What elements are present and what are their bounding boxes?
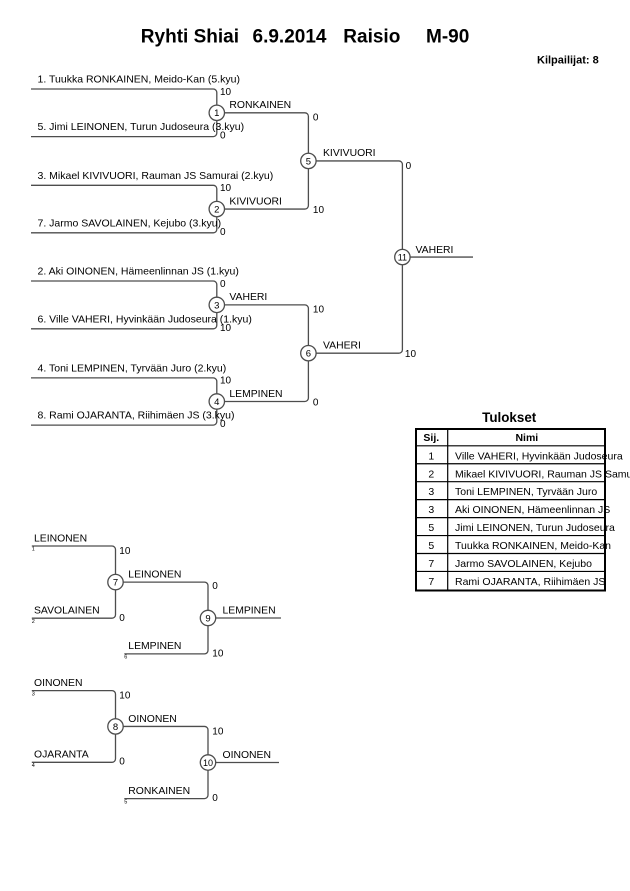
svg-text:7: 7 [113,578,118,589]
svg-text:0: 0 [220,419,226,430]
svg-text:3. Mikael KIVIVUORI, Rauman JS: 3. Mikael KIVIVUORI, Rauman JS Samurai (… [38,170,274,182]
svg-text:2. Aki OINONEN, Hämeenlinnan J: 2. Aki OINONEN, Hämeenlinnan JS (1.kyu) [38,266,239,278]
svg-text:10: 10 [119,690,131,701]
svg-text:OINONEN: OINONEN [34,678,83,689]
svg-text:0: 0 [313,113,319,124]
svg-text:1: 1 [214,108,219,119]
svg-text:Kilpailijat: 8: Kilpailijat: 8 [537,55,599,67]
svg-text:Ville VAHERI, Hyvinkään Judose: Ville VAHERI, Hyvinkään Judoseura [455,450,623,462]
svg-text:Tulokset: Tulokset [482,410,537,425]
svg-text:10: 10 [220,376,232,387]
svg-text:10: 10 [220,323,232,334]
svg-text:LEMPINEN: LEMPINEN [229,389,282,400]
svg-text:RONKAINEN: RONKAINEN [229,100,291,111]
svg-text:3: 3 [32,691,35,697]
svg-text:5. Jimi LEINONEN, Turun Judose: 5. Jimi LEINONEN, Turun Judoseura (3.kyu… [38,121,245,133]
svg-text:0: 0 [406,161,412,172]
svg-text:5: 5 [124,799,127,805]
svg-text:7. Jarmo SAVOLAINEN, Kejubo (3: 7. Jarmo SAVOLAINEN, Kejubo (3.kyu) [38,217,222,229]
svg-text:6. Ville VAHERI, Hyvinkään Jud: 6. Ville VAHERI, Hyvinkään Judoseura (1.… [38,313,252,325]
svg-text:5: 5 [428,540,434,552]
svg-text:10: 10 [220,183,232,194]
svg-text:3: 3 [214,300,219,311]
svg-text:10: 10 [212,726,224,737]
svg-text:3: 3 [428,504,434,516]
svg-text:Toni LEMPINEN, Tyrvään Juro: Toni LEMPINEN, Tyrvään Juro [455,486,597,498]
svg-text:Rami OJARANTA, Riihimäen JS: Rami OJARANTA, Riihimäen JS [455,576,605,588]
svg-text:10: 10 [220,87,232,98]
svg-text:5: 5 [428,522,434,534]
svg-text:10: 10 [212,649,224,660]
svg-text:1. Tuukka RONKAINEN, Meido-Kan: 1. Tuukka RONKAINEN, Meido-Kan (5.kyu) [38,74,241,86]
svg-text:0: 0 [220,131,226,142]
svg-text:1: 1 [428,450,434,462]
svg-text:1: 1 [32,547,35,553]
svg-text:LEMPINEN: LEMPINEN [128,641,181,652]
svg-text:10: 10 [405,349,417,360]
svg-text:4: 4 [214,397,219,408]
svg-text:2: 2 [428,468,434,480]
svg-text:LEINONEN: LEINONEN [34,533,87,544]
svg-text:4. Toni LEMPINEN, Tyrvään Juro: 4. Toni LEMPINEN, Tyrvään Juro (2.kyu) [38,362,227,374]
svg-text:4: 4 [32,763,35,769]
svg-text:5: 5 [306,156,311,167]
svg-text:2: 2 [214,204,219,215]
svg-text:0: 0 [220,279,226,290]
svg-text:10: 10 [203,758,213,768]
svg-text:0: 0 [212,793,218,804]
svg-text:3: 3 [428,486,434,498]
svg-text:Nimi: Nimi [515,432,538,444]
svg-text:KIVIVUORI: KIVIVUORI [229,196,282,207]
svg-text:10: 10 [313,305,325,316]
svg-text:8. Rami OJARANTA, Riihimäen JS: 8. Rami OJARANTA, Riihimäen JS (3.kyu) [38,410,235,422]
svg-text:0: 0 [212,581,218,592]
svg-text:VAHERI: VAHERI [323,341,361,352]
svg-text:SAVOLAINEN: SAVOLAINEN [34,606,100,617]
svg-text:LEMPINEN: LEMPINEN [223,605,276,616]
svg-text:KIVIVUORI: KIVIVUORI [323,148,376,159]
svg-text:Tuukka RONKAINEN, Meido-Kan: Tuukka RONKAINEN, Meido-Kan [455,540,611,552]
svg-text:11: 11 [398,252,407,262]
svg-text:10: 10 [313,205,325,216]
svg-text:VAHERI: VAHERI [229,292,267,303]
svg-text:OINONEN: OINONEN [223,750,272,761]
svg-text:Jimi LEINONEN, Turun Judoseura: Jimi LEINONEN, Turun Judoseura [455,522,615,534]
svg-text:10: 10 [119,546,131,557]
svg-text:2: 2 [32,619,35,625]
svg-text:Mikael KIVIVUORI, Rauman JS Sa: Mikael KIVIVUORI, Rauman JS Samurai [455,468,630,480]
svg-text:7: 7 [428,558,434,570]
svg-text:0: 0 [220,227,226,238]
svg-text:OINONEN: OINONEN [128,714,177,725]
svg-text:RONKAINEN: RONKAINEN [128,786,190,797]
svg-text:6: 6 [306,349,311,360]
svg-text:VAHERI: VAHERI [416,245,454,256]
svg-text:9: 9 [205,613,210,624]
svg-text:7: 7 [428,576,434,588]
svg-text:6: 6 [124,655,127,661]
svg-text:LEINONEN: LEINONEN [128,569,181,580]
svg-text:0: 0 [313,397,319,408]
svg-text:Aki OINONEN, Hämeenlinnan JS: Aki OINONEN, Hämeenlinnan JS [455,504,610,516]
svg-text:OJARANTA: OJARANTA [34,750,89,761]
svg-text:Jarmo SAVOLAINEN, Kejubo: Jarmo SAVOLAINEN, Kejubo [455,558,592,570]
svg-text:0: 0 [119,757,125,768]
svg-text:Sij.: Sij. [423,432,439,444]
svg-text:8: 8 [113,722,118,733]
svg-text:0: 0 [119,613,125,624]
